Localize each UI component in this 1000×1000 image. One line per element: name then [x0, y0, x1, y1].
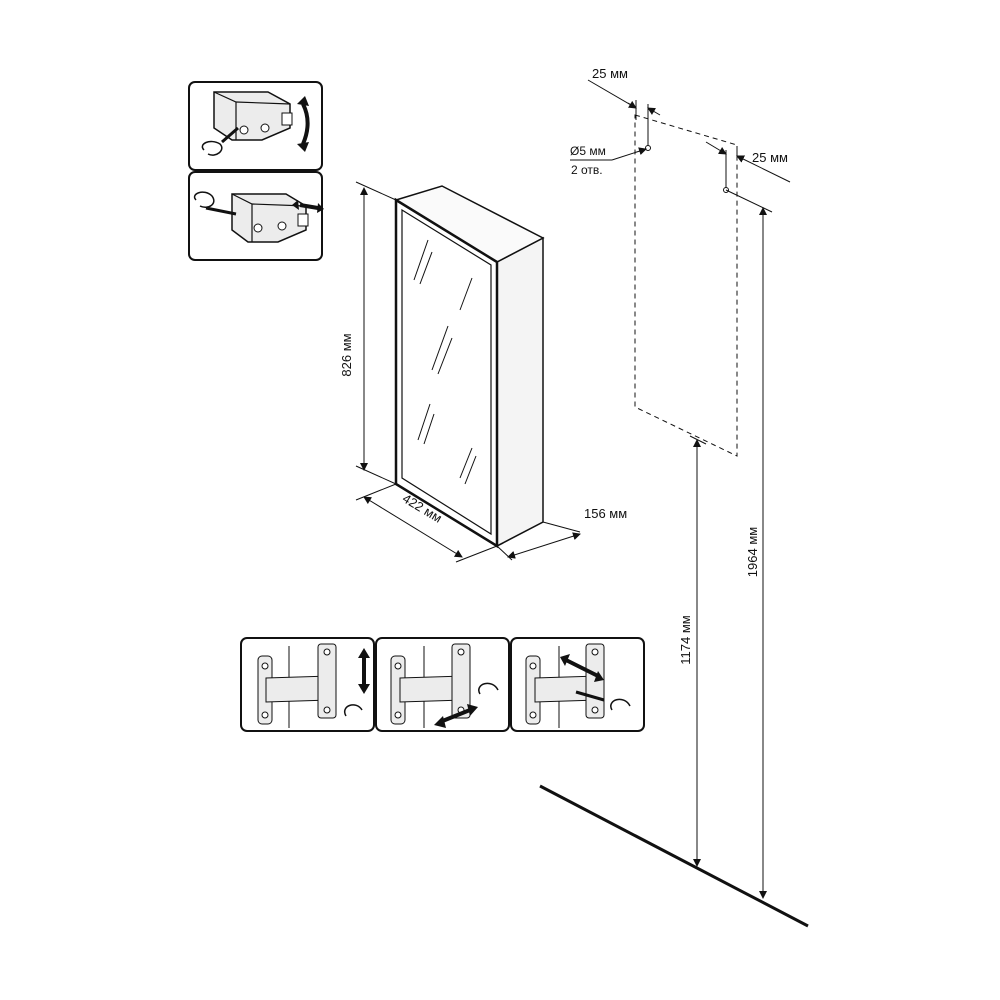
height-label: 826 мм: [339, 333, 354, 376]
screwdriver-rotate-icon: [201, 126, 239, 156]
mount-hole-left: [645, 145, 651, 151]
hinge-panel-2: [375, 637, 510, 732]
dimension-width: [355, 483, 498, 563]
depth-label: 156 мм: [584, 506, 627, 521]
hinge-panel-1: [240, 637, 375, 732]
vertical-adjust-arrow-icon: [297, 96, 310, 152]
dimension-mount-upper: [725, 189, 773, 899]
bracket-icon: [213, 91, 293, 141]
screwdriver-rotate-icon: [575, 690, 631, 711]
hole-diameter-label: Ø5 мм: [570, 144, 606, 158]
hole-offset-left-label: 25 мм: [592, 66, 628, 81]
dimension-hole-offset-left: [587, 79, 661, 116]
screwdriver-rotate-icon: [478, 682, 499, 695]
dimension-mount-lower: [689, 435, 707, 867]
wall-mount-outline: [634, 100, 738, 457]
mount-upper-height-label: 1964 мм: [745, 527, 760, 577]
mirror-reflection-lines: [413, 239, 477, 485]
screwdriver-rotate-icon: [343, 704, 363, 717]
side-adjust-arrow-icon: [560, 654, 604, 682]
hinge-panel-3: [510, 637, 645, 732]
dimension-height: [355, 181, 397, 485]
hinge-icon: [257, 643, 337, 725]
bracket-detail-panel-bottom: [188, 171, 324, 261]
bracket-icon: [231, 193, 309, 243]
bracket-detail-panel-top: [188, 81, 323, 171]
floor-line: [539, 784, 809, 928]
hinge-icon: [525, 643, 605, 725]
hole-count-label: 2 отв.: [571, 163, 603, 177]
dimension-hole-diameter: [570, 147, 647, 161]
vertical-adjust-arrow-icon: [358, 648, 370, 694]
depth-adjust-arrow-icon: [292, 200, 324, 213]
depth-adjust-arrow-icon: [434, 704, 478, 728]
dimension-depth: [496, 521, 581, 561]
mount-lower-height-label: 1174 мм: [678, 615, 693, 665]
mirror-cabinet: [394, 185, 545, 549]
hole-offset-right-label: 25 мм: [752, 150, 788, 165]
screwdriver-rotate-icon: [193, 191, 237, 216]
dimension-hole-offset-right: [705, 141, 791, 183]
